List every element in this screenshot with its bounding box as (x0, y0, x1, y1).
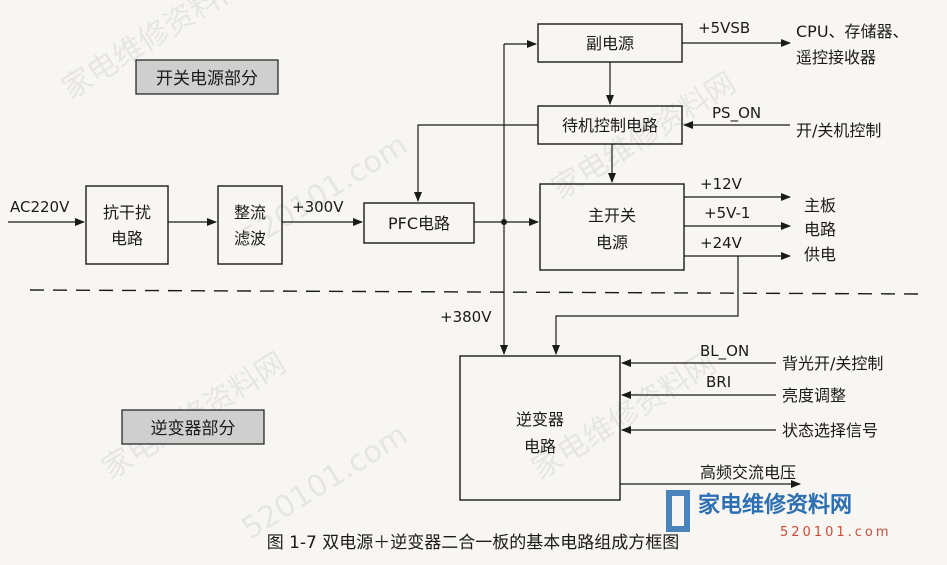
v24-label: +24V (700, 234, 743, 252)
onoff-control-label: 开/关机控制 (796, 121, 881, 140)
logo-door-icon (666, 490, 690, 532)
backlight-label: 背光开/关控制 (782, 354, 883, 373)
v5vsb-label: +5VSB (698, 19, 750, 37)
site-logo: 家电维修资料网 520101.com (666, 490, 892, 540)
aux-power-label: 副电源 (586, 34, 634, 53)
main-switch-block (539, 183, 685, 271)
power-section-label: 开关电源部分 (156, 69, 258, 89)
emi-filter-block (85, 185, 169, 265)
logo-url: 520101.com (780, 525, 892, 540)
mainboard-label-1: 主板 (804, 196, 836, 215)
rectifier-block (217, 185, 283, 265)
brightness-label: 亮度调整 (782, 386, 846, 405)
pfc-label: PFC电路 (388, 214, 450, 233)
cpu-output-label-1: CPU、存储器、 (796, 22, 909, 41)
main-switch-label-1: 主开关 (588, 206, 636, 225)
figure-caption: 图 1-7 双电源＋逆变器二合一板的基本电路组成方框图 (267, 533, 680, 553)
power-section-tag (135, 59, 279, 95)
ac-input-label: AC220V (10, 198, 70, 216)
main-switch-label-2: 电源 (596, 233, 628, 252)
standby-control-label: 待机控制电路 (562, 116, 658, 135)
v5-label: +5V-1 (704, 204, 750, 222)
v24-to-inverter-arrow (552, 256, 739, 355)
section-divider (29, 289, 921, 295)
cpu-output-label-2: 遥控接收器 (796, 48, 876, 67)
inverter-section-label: 逆变器部分 (151, 419, 236, 439)
hf-output-label: 高频交流电压 (700, 463, 796, 482)
rectifier-label-1: 整流 (234, 203, 266, 222)
v12-label: +12V (700, 175, 743, 193)
mainboard-label-2: 电路 (804, 220, 836, 239)
inverter-section-tag (121, 409, 265, 445)
ps-on-label: PS_ON (712, 104, 761, 123)
v300-label: +300V (292, 198, 344, 216)
v380-label: +380V (440, 308, 492, 326)
standby-to-pfc-arrow (414, 124, 538, 202)
bri-label: BRI (706, 373, 731, 391)
bl-on-label: BL_ON (700, 342, 749, 361)
inverter-label-2: 电路 (524, 437, 556, 456)
inverter-label-1: 逆变器 (516, 410, 564, 429)
inverter-block (459, 355, 621, 501)
mainboard-label-3: 供电 (804, 245, 836, 264)
logo-text: 家电维修资料网 (698, 492, 852, 518)
pfc-block (363, 202, 475, 244)
emi-filter-label-2: 电路 (111, 229, 143, 248)
emi-filter-label-1: 抗干扰 (103, 203, 151, 222)
state-select-label: 状态选择信号 (782, 421, 878, 440)
rectifier-label-2: 滤波 (234, 229, 266, 248)
